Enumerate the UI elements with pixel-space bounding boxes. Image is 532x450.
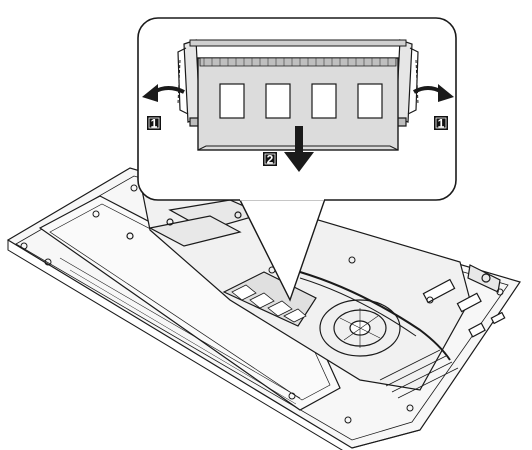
memory-chip <box>357 83 383 119</box>
memory-module <box>189 39 407 151</box>
step-badge-1-right: 1 <box>434 116 448 131</box>
memory-chip <box>265 83 291 119</box>
arrow-down-icon <box>284 126 314 172</box>
memory-slot-installed <box>222 271 317 327</box>
svg-text:1: 1 <box>438 117 445 131</box>
svg-text:1: 1 <box>151 117 158 131</box>
arrow-right-icon <box>413 84 454 102</box>
heat-pipe <box>299 271 451 361</box>
step-badge-1-left: 1 <box>147 116 161 131</box>
memory-chip <box>219 83 245 119</box>
screw-holes <box>20 184 504 424</box>
svg-text:2: 2 <box>267 153 274 167</box>
arrow-left-icon <box>142 84 185 102</box>
memory-chip <box>311 83 337 119</box>
step-badge-2: 2 <box>263 152 277 167</box>
side-ports <box>422 264 506 338</box>
bottom-vents <box>379 349 459 399</box>
cooling-fan <box>319 299 401 357</box>
callout-magnifier: 1 1 2 <box>137 17 457 302</box>
